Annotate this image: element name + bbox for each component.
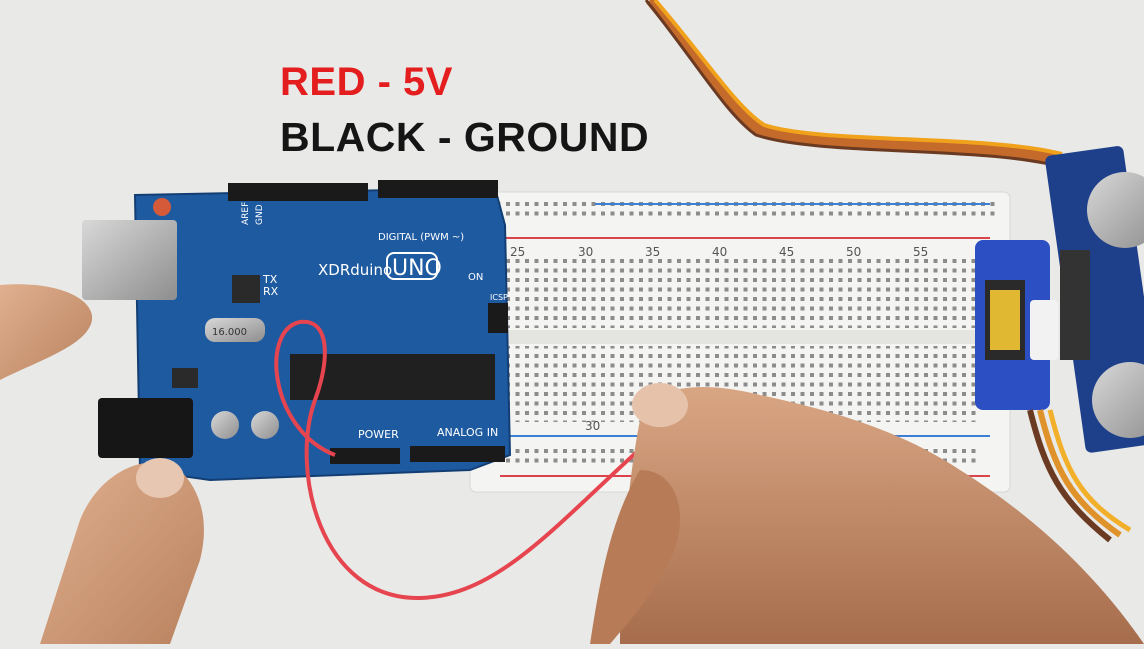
gnd-label: GND [255, 204, 265, 225]
board-model-label: UNO [392, 256, 442, 281]
arduino-board: XDRduino UNO DIGITAL (PWM ~) TX RX ON AR… [82, 180, 512, 482]
dc-power-jack [98, 398, 193, 458]
left-hand [0, 284, 204, 644]
usb-chip [232, 275, 260, 303]
board-brand-label: XDRduino [318, 261, 392, 279]
analog-header [410, 446, 505, 462]
crystal-oscillator [205, 318, 265, 342]
icsp-label: ICSP [490, 293, 508, 302]
voltage-regulator [172, 368, 198, 388]
bb-num-30: 30 [578, 245, 593, 259]
servo-wires-right [1027, 409, 1132, 543]
bb-num-40: 40 [712, 245, 727, 259]
bb-num-25: 25 [510, 245, 525, 259]
rx-label: RX [263, 285, 279, 298]
caption-red-5v: RED - 5V [280, 60, 453, 104]
digital-header-left [228, 183, 368, 201]
board-model-outline [386, 252, 438, 280]
icsp-header [488, 303, 508, 333]
caption-black-ground: BLACK - GROUND [280, 114, 650, 160]
bb-num-55: 55 [913, 245, 928, 259]
capacitor-2 [251, 411, 279, 439]
ultrasonic-sensor [1045, 146, 1144, 453]
power-label: POWER [358, 428, 399, 441]
aref-label: AREF [241, 202, 251, 225]
right-hand [590, 383, 1144, 644]
reset-button [153, 198, 171, 216]
digital-header-right [378, 180, 498, 198]
digital-pwm-label: DIGITAL (PWM ~) [378, 232, 464, 243]
red-jumper-wire [274, 319, 652, 601]
servo-motor [975, 240, 1058, 410]
analog-in-label: ANALOG IN [437, 426, 498, 439]
bb-num-45: 45 [779, 245, 794, 259]
tx-label: TX [262, 273, 278, 286]
crystal-label: 16.000 [212, 327, 247, 338]
bb-num-30-bottom: 30 [585, 419, 600, 433]
capacitor-1 [211, 411, 239, 439]
usb-connector [82, 220, 177, 300]
bb-num-35: 35 [645, 245, 660, 259]
servo-wire-bundle [644, 0, 1063, 168]
on-label: ON [468, 272, 483, 283]
bb-num-50: 50 [846, 245, 861, 259]
power-header [330, 448, 400, 464]
